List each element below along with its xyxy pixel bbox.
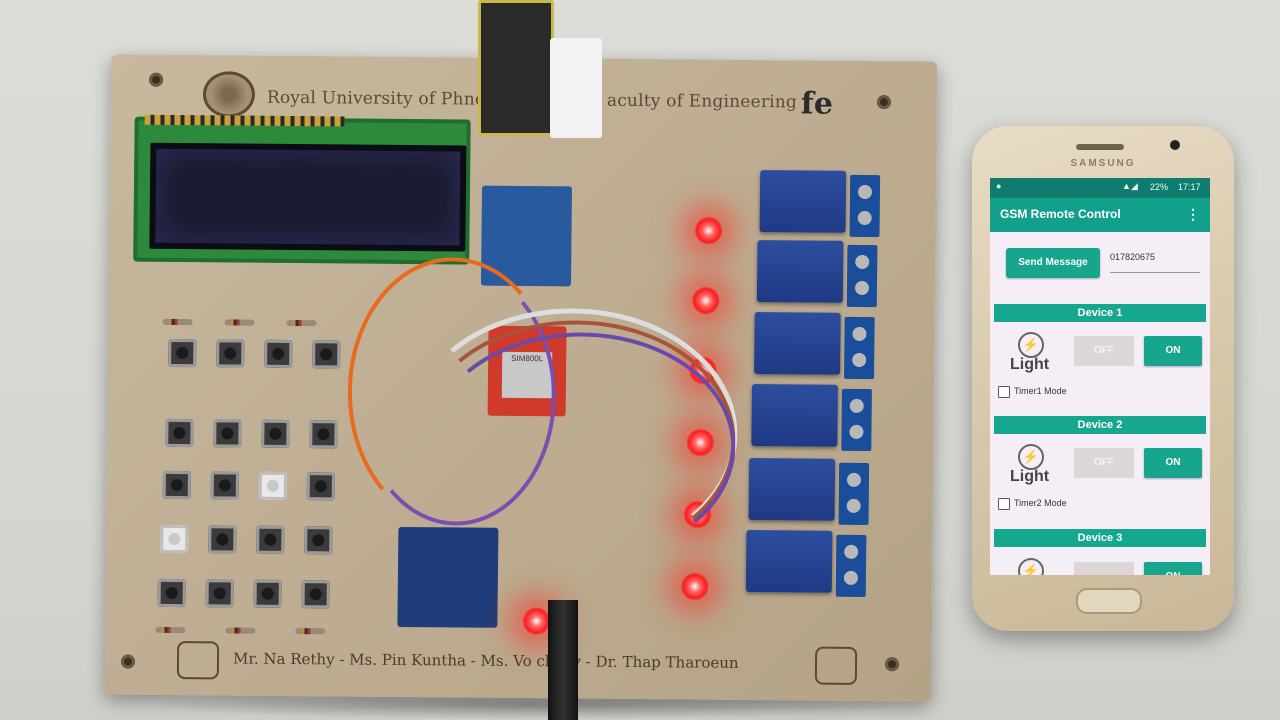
university-logo-icon	[202, 71, 256, 118]
relay-terminal	[849, 174, 881, 238]
timer1-checkbox[interactable]	[998, 386, 1010, 398]
resistor	[224, 319, 255, 326]
phone-number-field[interactable]: 017820675	[1110, 252, 1200, 273]
home-button[interactable]	[1076, 588, 1142, 614]
device-3-off-button[interactable]	[1074, 562, 1134, 575]
screw-icon	[876, 95, 891, 110]
keypad-button	[261, 419, 290, 448]
screw-icon	[149, 72, 164, 87]
keypad-button	[210, 471, 239, 500]
device-2-header: Device 2	[994, 416, 1206, 434]
keypad-button	[256, 525, 285, 554]
resistor	[295, 628, 326, 635]
camera-icon	[1170, 140, 1180, 150]
keypad-button	[168, 338, 197, 368]
phone-brand: SAMSUNG	[1070, 158, 1136, 169]
notification-icon: ●	[996, 181, 1002, 191]
relay-module	[756, 240, 844, 303]
keypad-button	[306, 472, 335, 501]
keypad-button	[312, 340, 341, 369]
battery-level: 22%	[1150, 182, 1169, 192]
lcd-module	[133, 116, 471, 265]
keypad-button	[301, 580, 330, 609]
relay-module	[748, 457, 836, 521]
keypad-button	[208, 525, 237, 554]
lcd-screen	[149, 142, 467, 252]
device-2-off-button[interactable]: OFF	[1074, 448, 1134, 478]
lightning-icon: ⚡	[1018, 444, 1044, 470]
keypad-button	[162, 470, 191, 500]
timer2-checkbox[interactable]	[998, 498, 1010, 510]
power-cable	[548, 600, 578, 720]
relay-module	[745, 529, 833, 593]
keypad-button	[309, 420, 338, 449]
speaker-grille	[1076, 144, 1124, 150]
timer2-label: Timer2 Mode	[1014, 498, 1067, 508]
relay-terminal	[841, 388, 872, 452]
board-title-right: aculty of Engineering	[606, 90, 798, 113]
keypad-button	[258, 471, 287, 500]
screw-icon	[120, 654, 136, 669]
arduino-nano	[397, 526, 499, 628]
resistor	[155, 626, 186, 634]
relay-terminal	[846, 244, 878, 308]
keypad-button	[264, 339, 293, 369]
relay-terminal	[835, 534, 867, 598]
device-1-off-button[interactable]: OFF	[1074, 336, 1134, 366]
keypad-button	[160, 524, 189, 554]
device-3-on-button[interactable]: ON	[1144, 562, 1202, 575]
keypad-button	[304, 526, 333, 555]
relay-terminal	[838, 462, 870, 526]
app-title: GSM Remote Control	[1000, 207, 1121, 221]
lightning-icon: ⚡	[1018, 332, 1044, 358]
resistor	[225, 627, 256, 634]
app-toolbar: GSM Remote Control ⋮	[990, 198, 1210, 232]
keypad-button	[157, 578, 186, 608]
relay-module	[754, 312, 841, 375]
device-1-label: Light	[1010, 356, 1050, 373]
device-2-label: Light	[1010, 468, 1050, 485]
smartphone: SAMSUNG ● ▲◢ 22% 17:17 GSM Remote Contro…	[972, 126, 1234, 631]
overflow-menu-icon[interactable]: ⋮	[1186, 206, 1200, 222]
sensor-module	[550, 38, 602, 138]
led-red	[690, 285, 721, 316]
team-icon	[814, 646, 858, 685]
timer1-label: Timer1 Mode	[1014, 386, 1067, 396]
keypad-button	[216, 339, 245, 368]
relay-module	[751, 384, 838, 447]
relay-terminal	[844, 316, 875, 380]
jumper-wire	[426, 331, 737, 562]
led-red	[693, 215, 724, 246]
device-1-header: Device 1	[994, 304, 1206, 322]
app-content: Send Message 017820675 Device 1 ⚡ Light …	[990, 232, 1210, 575]
keypad-button	[253, 579, 282, 608]
device-2-on-button[interactable]: ON	[1144, 448, 1202, 478]
resistor	[162, 318, 193, 326]
bluetooth-module	[478, 0, 554, 136]
relay-module	[759, 170, 847, 233]
screw-icon	[884, 657, 900, 672]
faculty-logo: fe	[800, 86, 834, 122]
status-time: 17:17	[1178, 182, 1201, 192]
keypad-button	[213, 419, 242, 448]
led-red	[679, 571, 710, 602]
circuit-board: Royal University of Phno aculty of Engin…	[104, 54, 938, 702]
phone-screen: ● ▲◢ 22% 17:17 GSM Remote Control ⋮ Send…	[990, 178, 1210, 575]
keypad-button	[165, 418, 194, 448]
keypad-button	[205, 579, 234, 608]
resistor	[286, 319, 317, 327]
device-3-header: Device 3	[994, 529, 1206, 547]
board-title-left: Royal University of Phno	[266, 87, 486, 110]
lcd-header-pins	[144, 114, 345, 127]
status-bar: ● ▲◢ 22% 17:17	[990, 178, 1210, 198]
device-1-on-button[interactable]: ON	[1144, 336, 1202, 366]
team-icon	[176, 641, 220, 680]
send-message-button[interactable]: Send Message	[1006, 248, 1100, 278]
lightning-icon: ⚡	[1018, 558, 1044, 575]
signal-icon: ▲◢	[1122, 181, 1138, 191]
board-credits: Mr. Na Rethy - Ms. Pin Kuntha - Ms. Vo c…	[232, 649, 739, 672]
